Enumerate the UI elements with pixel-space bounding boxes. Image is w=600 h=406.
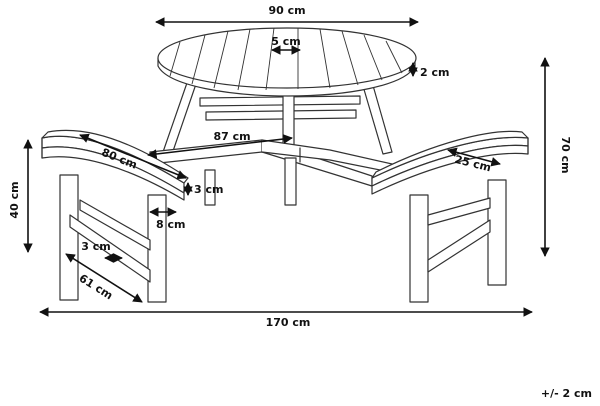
label-leg-thickness: 3 cm xyxy=(81,240,110,253)
label-frame-span: 87 cm xyxy=(213,130,250,143)
tolerance-note: +/- 2 cm xyxy=(540,387,592,400)
label-seat-height: 40 cm xyxy=(8,181,21,218)
label-total-height: 70 cm xyxy=(559,136,572,173)
dimension-lines xyxy=(23,17,550,317)
label-bench-base: 61 cm xyxy=(77,272,115,303)
label-leg-width: 8 cm xyxy=(156,218,185,231)
label-total-width: 170 cm xyxy=(266,316,311,329)
right-bench xyxy=(371,130,529,303)
label-plank-gap: 2 cm xyxy=(420,66,449,79)
label-plank-width: 5 cm xyxy=(271,35,300,48)
table-structure xyxy=(157,27,417,155)
label-bench-thickness: 3 cm xyxy=(194,183,223,196)
label-table-diameter: 90 cm xyxy=(268,4,305,17)
